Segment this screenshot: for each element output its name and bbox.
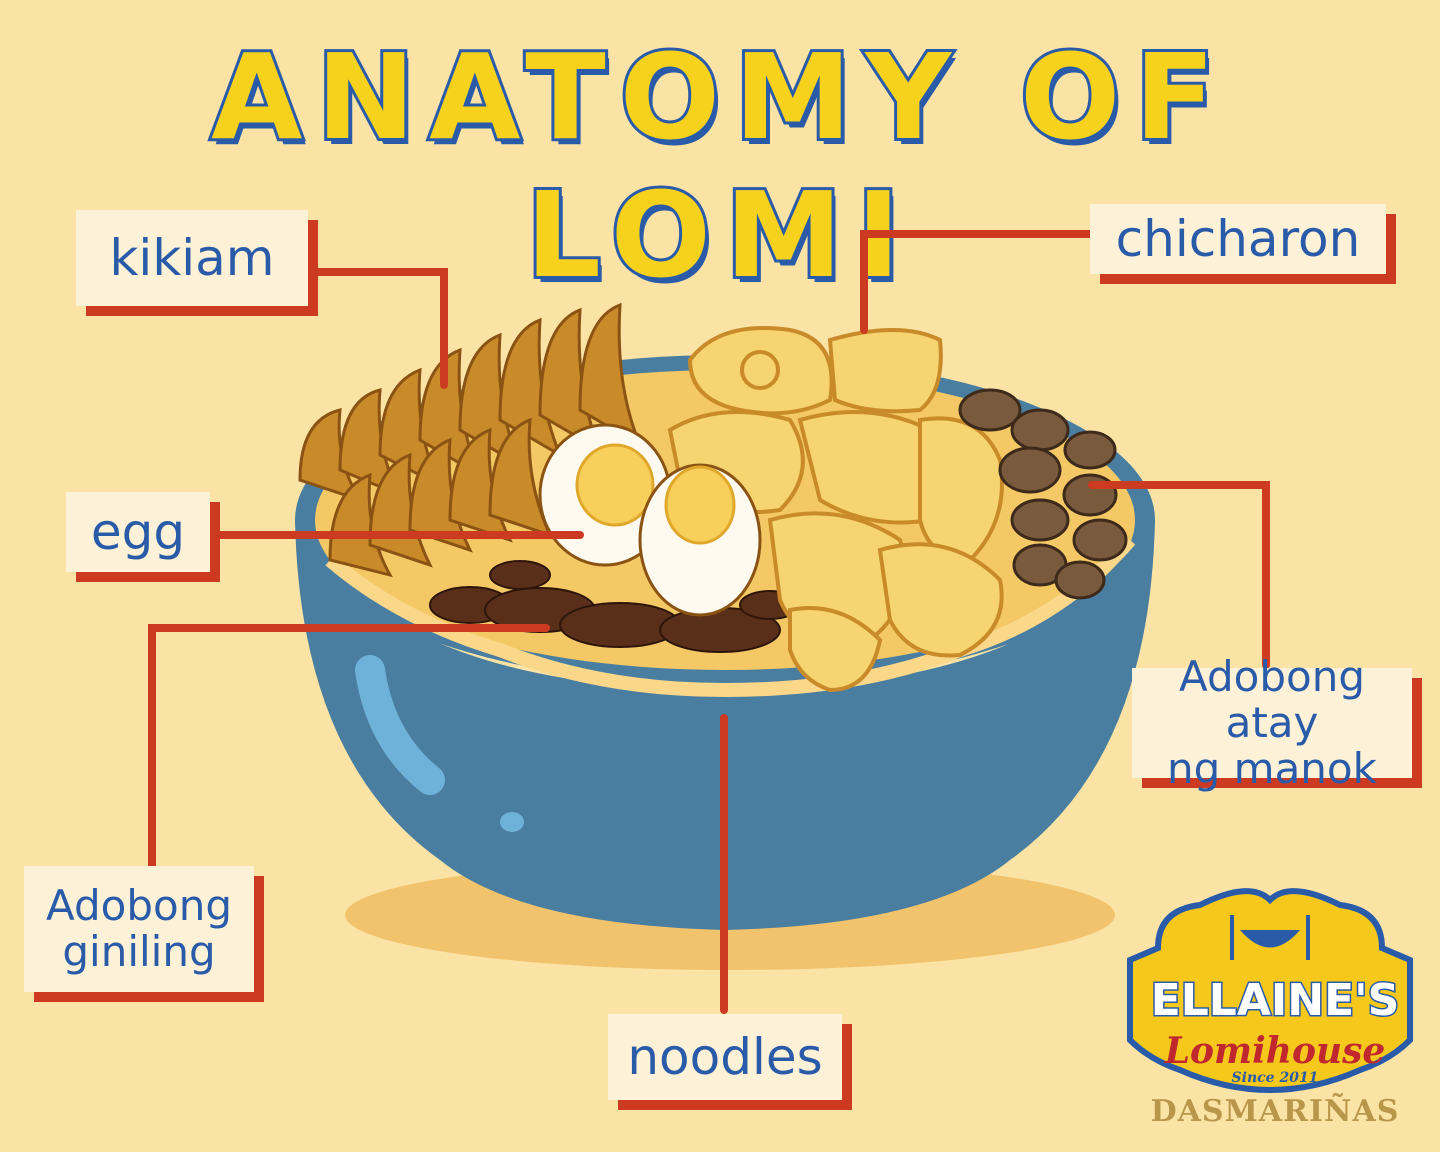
bowl-highlight	[355, 655, 445, 795]
kikiam-leader	[306, 268, 448, 389]
logo-since: Since 2011	[1231, 1070, 1319, 1086]
logo-location: DASMARIÑAS	[1150, 1094, 1400, 1129]
bowl-highlight-dot	[500, 812, 524, 832]
bowl-logo-icon	[1240, 930, 1300, 948]
page-title: ANATOMY OF LOMI	[208, 25, 1229, 307]
label-giniling-line1: Adobong	[46, 880, 232, 930]
logo-name: ELLAINE'S	[1149, 974, 1401, 1028]
label-chicharon: chicharon	[1090, 204, 1386, 274]
label-kikiam: kikiam	[76, 210, 308, 306]
label-giniling-line2: giniling	[62, 927, 216, 976]
restaurant-logo	[1127, 888, 1413, 1093]
giniling-leader	[148, 624, 550, 870]
boiled-eggs	[538, 423, 762, 617]
label-atay-line2: ng manok	[1167, 744, 1377, 794]
label-egg: egg	[66, 492, 210, 572]
adobong-atay	[958, 388, 1128, 600]
chicharon	[667, 326, 1004, 693]
chicharon-leader	[860, 230, 1096, 334]
label-atay-line1: Adobong atay	[1179, 651, 1365, 747]
logo-script: Lomihouse	[1164, 1030, 1386, 1072]
noodle-edge	[325, 535, 1136, 698]
label-noodles: noodles	[608, 1014, 842, 1100]
label-adobong-atay: Adobong atay ng manok	[1132, 653, 1412, 792]
atay-leader	[1088, 481, 1270, 669]
leader-lines	[148, 230, 1270, 1014]
label-adobong-giniling: Adobong giniling	[24, 866, 254, 992]
